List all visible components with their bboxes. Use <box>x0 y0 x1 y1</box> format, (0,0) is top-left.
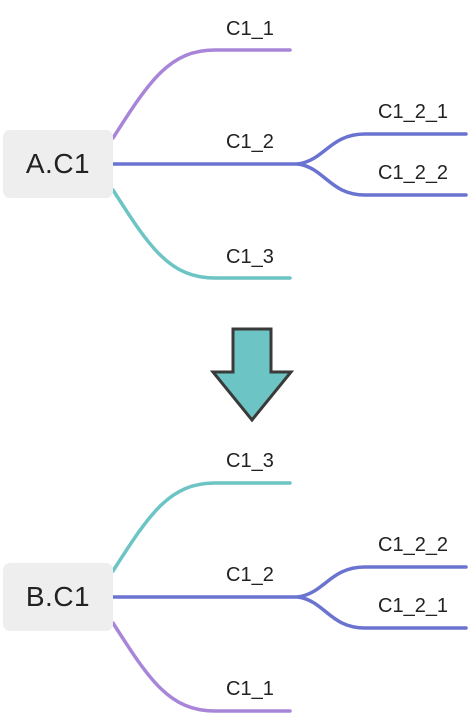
a-connector-c1-1 <box>111 48 292 140</box>
map-b-node-c1-1: C1_1 <box>226 678 274 700</box>
map-b-root-label: B.C1 <box>25 581 91 612</box>
a-connector-c1-2-2 <box>296 162 468 197</box>
map-a-node-c1-2-2: C1_2_2 <box>378 162 449 184</box>
map-b-root-node: B.C1 <box>3 563 113 631</box>
b-connector-c1-1 <box>111 621 292 713</box>
map-a-node-c1-1: C1_1 <box>226 18 274 40</box>
map-b-node-c1-2-2: C1_2_2 <box>378 534 449 556</box>
map-a-root-label: A.C1 <box>25 148 91 179</box>
map-b-node-c1-2: C1_2 <box>226 564 274 586</box>
a-connector-c1-3 <box>111 188 292 280</box>
map-b-node-c1-2-1: C1_2_1 <box>378 595 449 617</box>
b-connector-c1-2-2 <box>296 565 468 599</box>
map-a-node-c1-2: C1_2 <box>226 131 274 153</box>
b-connector-c1-3 <box>111 481 292 573</box>
map-a-root-node: A.C1 <box>3 130 113 198</box>
map-a-node-c1-2-1: C1_2_1 <box>378 101 449 123</box>
map-a-node-c1-3: C1_3 <box>226 246 274 268</box>
down-arrow-icon <box>209 327 295 423</box>
b-connector-c1-2-1 <box>296 595 468 630</box>
a-connector-c1-2-1 <box>296 132 468 166</box>
map-b-node-c1-3: C1_3 <box>226 450 274 472</box>
